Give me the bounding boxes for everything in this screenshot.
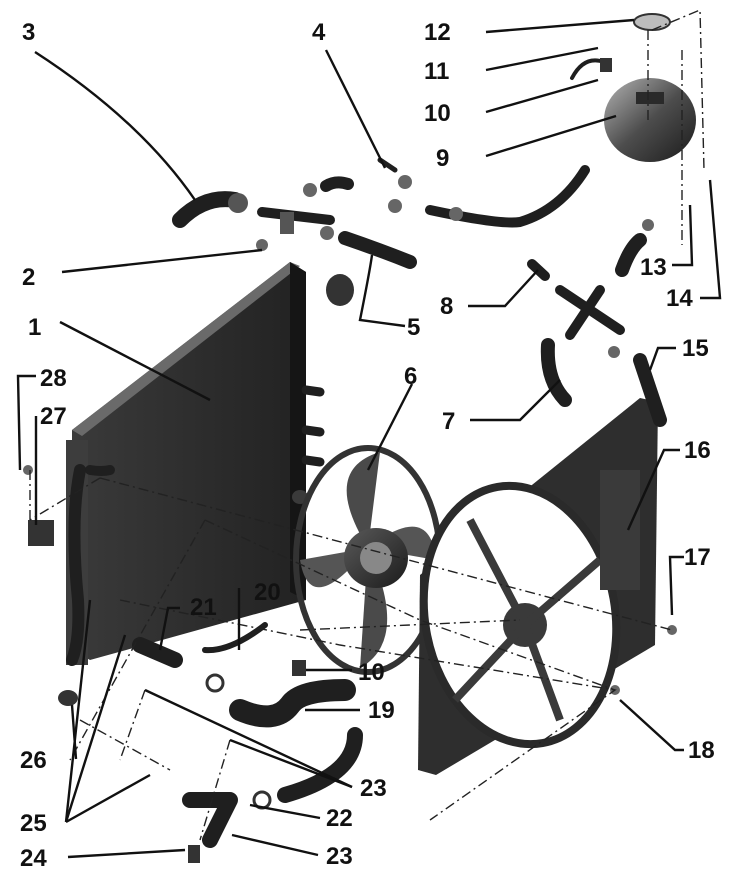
- leader-lines: [16, 18, 722, 859]
- lower-hoses: [23, 465, 677, 863]
- callout-2: 2: [22, 264, 35, 291]
- callout-15: 15: [682, 335, 709, 362]
- callout-25: 25: [20, 810, 47, 837]
- callout-14: 14: [666, 285, 693, 312]
- fan-shroud: [418, 398, 658, 775]
- callout-10-top: 10: [424, 100, 451, 127]
- callout-20: 20: [254, 579, 281, 606]
- callout-7: 7: [442, 408, 455, 435]
- upper-hoses: [172, 157, 590, 269]
- callout-6: 6: [404, 363, 417, 390]
- callout-4: 4: [312, 19, 326, 46]
- callout-17: 17: [684, 544, 711, 571]
- callout-23-upper: 23: [360, 775, 387, 802]
- callout-12: 12: [424, 19, 451, 46]
- callout-labels: 3 4 12 11 10 9 2 13 8 14 1 5 15 28 6 27 …: [20, 19, 715, 872]
- callout-5: 5: [407, 314, 420, 341]
- callout-10-bottom: 10: [358, 659, 385, 686]
- callout-21: 21: [190, 594, 217, 621]
- callout-19: 19: [368, 697, 395, 724]
- callout-16: 16: [684, 437, 711, 464]
- callout-1: 1: [28, 314, 41, 341]
- callout-3: 3: [22, 19, 35, 46]
- expansion-tank: [570, 13, 696, 162]
- callout-28: 28: [40, 365, 67, 392]
- callout-23-lower: 23: [326, 843, 353, 870]
- callout-18: 18: [688, 737, 715, 764]
- callout-22: 22: [326, 805, 353, 832]
- callout-8: 8: [440, 293, 453, 320]
- callout-27: 27: [40, 403, 67, 430]
- callout-11: 11: [424, 58, 449, 85]
- callout-9: 9: [436, 145, 449, 172]
- radiator: [66, 262, 354, 666]
- cooling-fan: [293, 445, 443, 675]
- callout-24: 24: [20, 845, 47, 872]
- assembly-lines: [29, 8, 705, 841]
- callout-13: 13: [640, 254, 667, 281]
- callout-26: 26: [20, 747, 47, 774]
- right-hoses: [527, 219, 667, 427]
